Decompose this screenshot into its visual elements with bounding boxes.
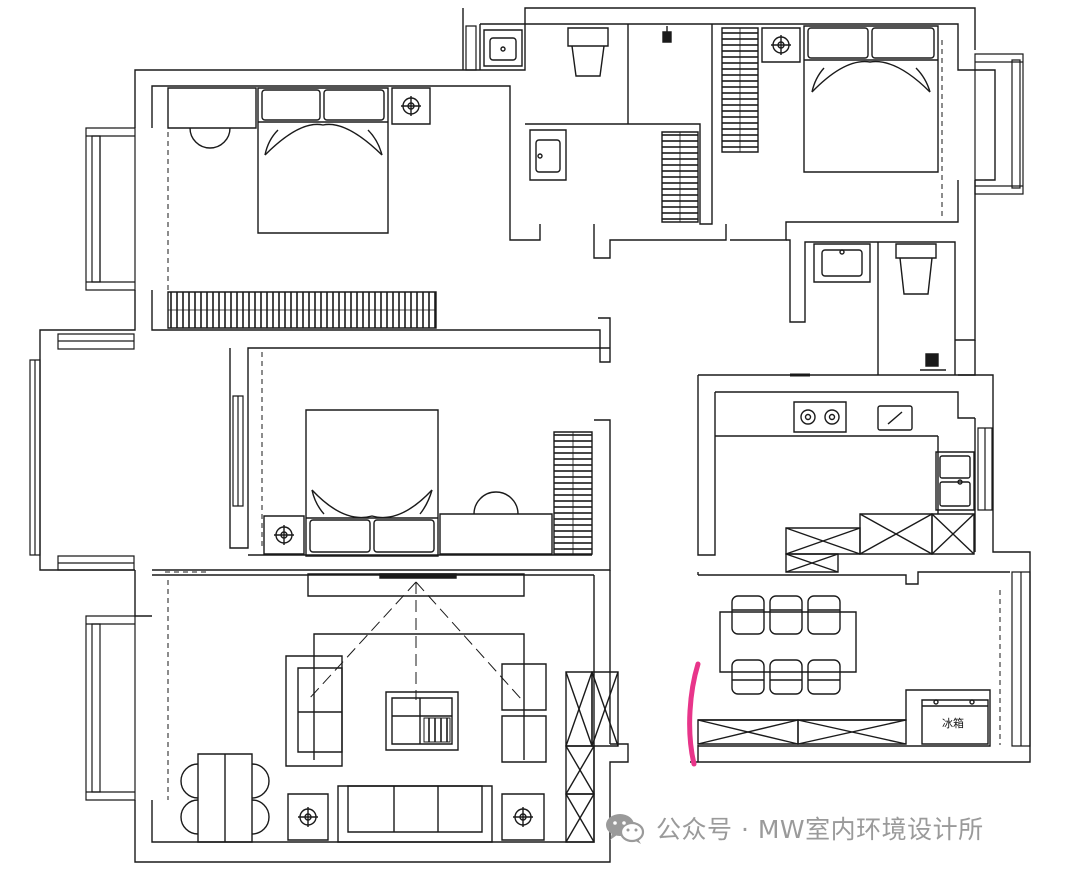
dining (698, 596, 990, 746)
nightstand-lamp-icon (762, 28, 800, 62)
bed-icon (258, 88, 388, 233)
fridge-label: 冰箱 (942, 716, 964, 730)
watermark-text: 公众号 · MW室内环境设计所 (656, 815, 984, 844)
nightstand-lamp-icon (264, 516, 304, 554)
openings (165, 40, 1000, 800)
second-bedroom-ne (722, 26, 938, 172)
tv-view-lines (308, 582, 522, 700)
master-bath (484, 26, 698, 222)
knife-board-icon (878, 406, 912, 430)
toilet-icon (896, 244, 936, 294)
coffee-table-icon (386, 692, 458, 750)
fridge-icon (922, 700, 988, 744)
floor-lamp-icon (502, 794, 544, 840)
desk-chair-icon (440, 492, 552, 554)
shower-drain-icon (663, 26, 671, 42)
double-sink-icon (936, 452, 974, 510)
bedroom-3 (264, 410, 592, 556)
armchair-icon (502, 664, 546, 762)
shower-drain-icon (920, 354, 946, 370)
windows (30, 26, 1030, 800)
bed-icon (306, 410, 438, 556)
lower-cabinets (786, 514, 974, 572)
storage-cabinet-icon (566, 672, 618, 842)
toilet-icon (568, 28, 608, 76)
nightstand-lamp-icon (392, 88, 430, 124)
watermark: 公众号 · MW室内环境设计所 (604, 808, 984, 848)
wash-basin-icon (484, 30, 522, 66)
desk-icon (168, 88, 256, 148)
sofa-icon (338, 786, 492, 842)
highlight-mark (690, 664, 698, 764)
bathroom-2 (814, 244, 946, 370)
floor-lamp-icon (288, 794, 328, 840)
wechat-icon (606, 814, 645, 844)
tv-console-icon (308, 574, 524, 596)
wash-basin-icon (814, 244, 870, 282)
walls (40, 8, 1030, 862)
gas-stove-icon (794, 402, 846, 432)
sideboard-icon (698, 690, 990, 746)
kitchen (715, 402, 974, 572)
small-dining-table-icon (181, 754, 269, 842)
dining-table-icon (720, 596, 856, 694)
living-room (181, 574, 618, 842)
rug-icon (314, 634, 524, 690)
master-bedroom (168, 88, 436, 328)
basin-icon (530, 130, 566, 180)
armchair-icon (286, 656, 342, 766)
bed-icon (804, 26, 938, 172)
